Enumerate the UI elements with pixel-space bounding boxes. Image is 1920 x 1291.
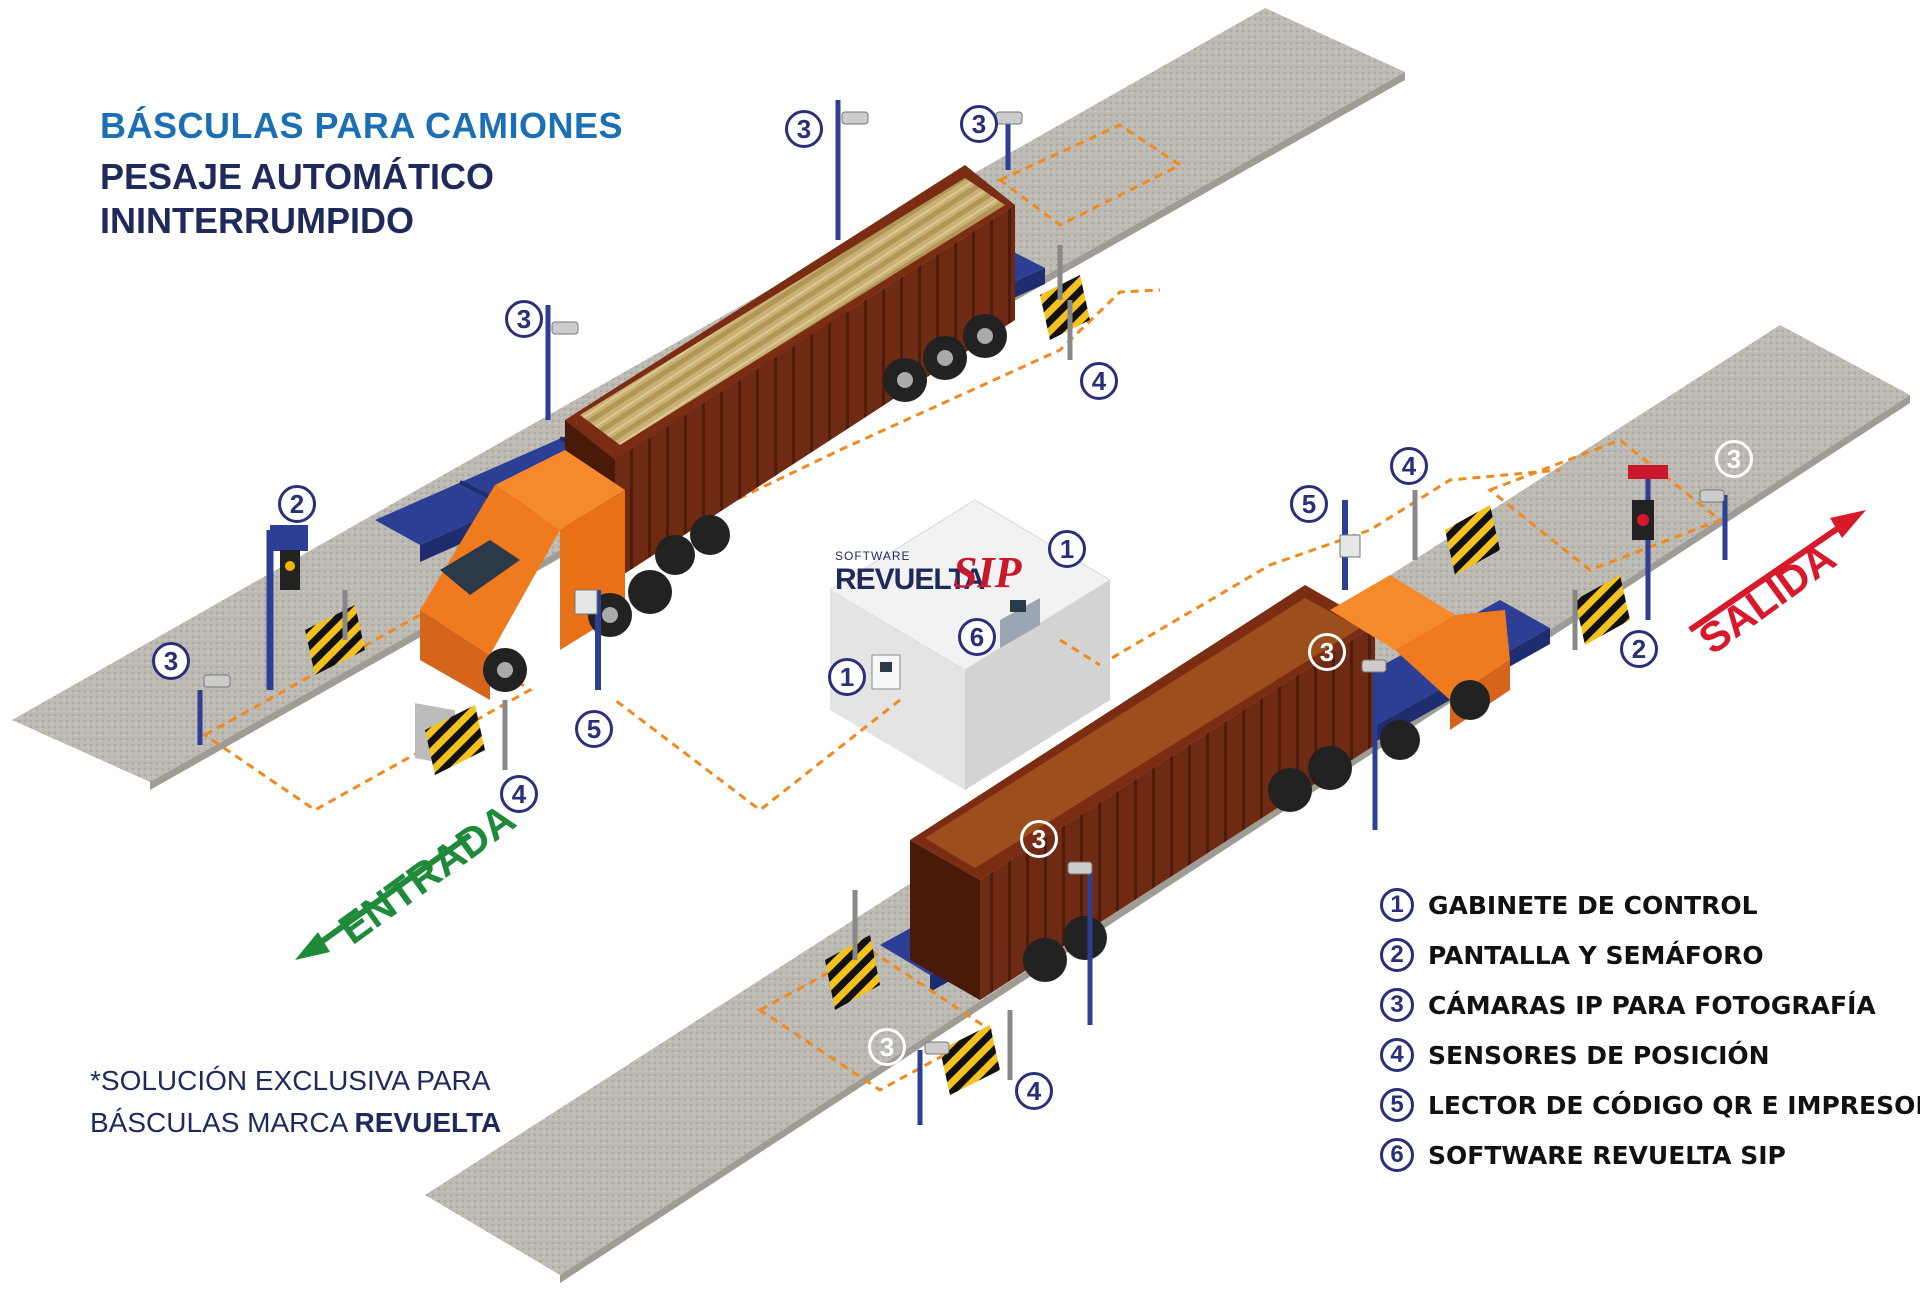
control-booth [829, 499, 1111, 790]
legend-item: 2 PANTALLA Y SEMÁFORO [1380, 930, 1920, 980]
legend-number: 2 [1380, 938, 1414, 972]
legend-item: 6 SOFTWARE REVUELTA SIP [1380, 1130, 1920, 1180]
legend-number: 1 [1380, 888, 1414, 922]
callout-3-camera: 3 [1308, 633, 1346, 671]
page-title: BÁSCULAS PARA CAMIONES [100, 105, 624, 146]
note-brand: REVUELTA [354, 1107, 502, 1138]
legend-item: 4 SENSORES DE POSICIÓN [1380, 1030, 1920, 1080]
brand-software-text: SOFTWARE [835, 549, 911, 563]
legend-label: SENSORES DE POSICIÓN [1428, 1040, 1770, 1070]
legend-label: SOFTWARE REVUELTA SIP [1428, 1140, 1786, 1170]
legend-label: PANTALLA Y SEMÁFORO [1428, 940, 1764, 970]
callout-5-qr-reader: 5 [575, 710, 613, 748]
legend-number: 3 [1380, 988, 1414, 1022]
subtitle-line-1: PESAJE AUTOMÁTICO [100, 156, 495, 197]
legend-number: 4 [1380, 1038, 1414, 1072]
callout-5-qr-reader: 5 [1290, 485, 1328, 523]
note-line-1: *SOLUCIÓN EXCLUSIVA PARA [90, 1065, 491, 1096]
legend-label: LECTOR DE CÓDIGO QR E IMPRESOR [1428, 1090, 1920, 1120]
brand-product-text: SIP [953, 548, 1022, 597]
entry-equipment [197, 100, 1090, 775]
callout-3-camera: 3 [868, 1028, 906, 1066]
callout-2-display: 2 [278, 485, 316, 523]
legend-item: 1 GABINETE DE CONTROL [1380, 880, 1920, 930]
exit-truck [910, 575, 1510, 1000]
legend-number: 5 [1380, 1088, 1414, 1122]
callout-3-camera: 3 [960, 105, 998, 143]
note-line-2: BÁSCULAS MARCA REVUELTA [90, 1102, 501, 1144]
callout-3-camera: 3 [785, 110, 823, 148]
exclusive-note: *SOLUCIÓN EXCLUSIVA PARA BÁSCULAS MARCA … [90, 1060, 501, 1144]
brand-name-text: REVUELTA [835, 563, 985, 596]
callout-3-camera: 3 [505, 300, 543, 338]
page-subtitle: PESAJE AUTOMÁTICO ININTERRUMPIDO [100, 155, 494, 243]
callout-3-camera: 3 [152, 642, 190, 680]
legend-item: 5 LECTOR DE CÓDIGO QR E IMPRESOR [1380, 1080, 1920, 1130]
callout-3-camera: 3 [1020, 820, 1058, 858]
note-prefix: BÁSCULAS MARCA [90, 1107, 355, 1138]
callout-2-display: 2 [1620, 630, 1658, 668]
legend-label: GABINETE DE CONTROL [1428, 890, 1758, 920]
legend-item: 3 CÁMARAS IP PARA FOTOGRAFÍA [1380, 980, 1920, 1030]
exit-arrow [1688, 510, 1866, 633]
callout-1-cabinet: 1 [828, 658, 866, 696]
callout-4-sensor: 4 [1390, 447, 1428, 485]
legend: 1 GABINETE DE CONTROL 2 PANTALLA Y SEMÁF… [1380, 880, 1920, 1180]
callout-4-sensor: 4 [500, 775, 538, 813]
callout-4-sensor: 4 [1080, 362, 1118, 400]
callout-6-software: 6 [958, 618, 996, 656]
callout-1-cabinet: 1 [1048, 530, 1086, 568]
callout-4-sensor: 4 [1015, 1072, 1053, 1110]
subtitle-line-2: ININTERRUMPIDO [100, 200, 414, 241]
callout-3-camera: 3 [1715, 440, 1753, 478]
entry-truck [415, 165, 1015, 766]
legend-label: CÁMARAS IP PARA FOTOGRAFÍA [1428, 990, 1876, 1020]
entry-arrow [295, 832, 472, 960]
wiring-lines [614, 638, 1101, 812]
revuelta-sip-logo: SOFTWARE REVUELTA SIP [835, 545, 1021, 615]
entry-detection-zones [202, 123, 1183, 812]
exit-equipment [825, 465, 1728, 1125]
legend-number: 6 [1380, 1138, 1414, 1172]
